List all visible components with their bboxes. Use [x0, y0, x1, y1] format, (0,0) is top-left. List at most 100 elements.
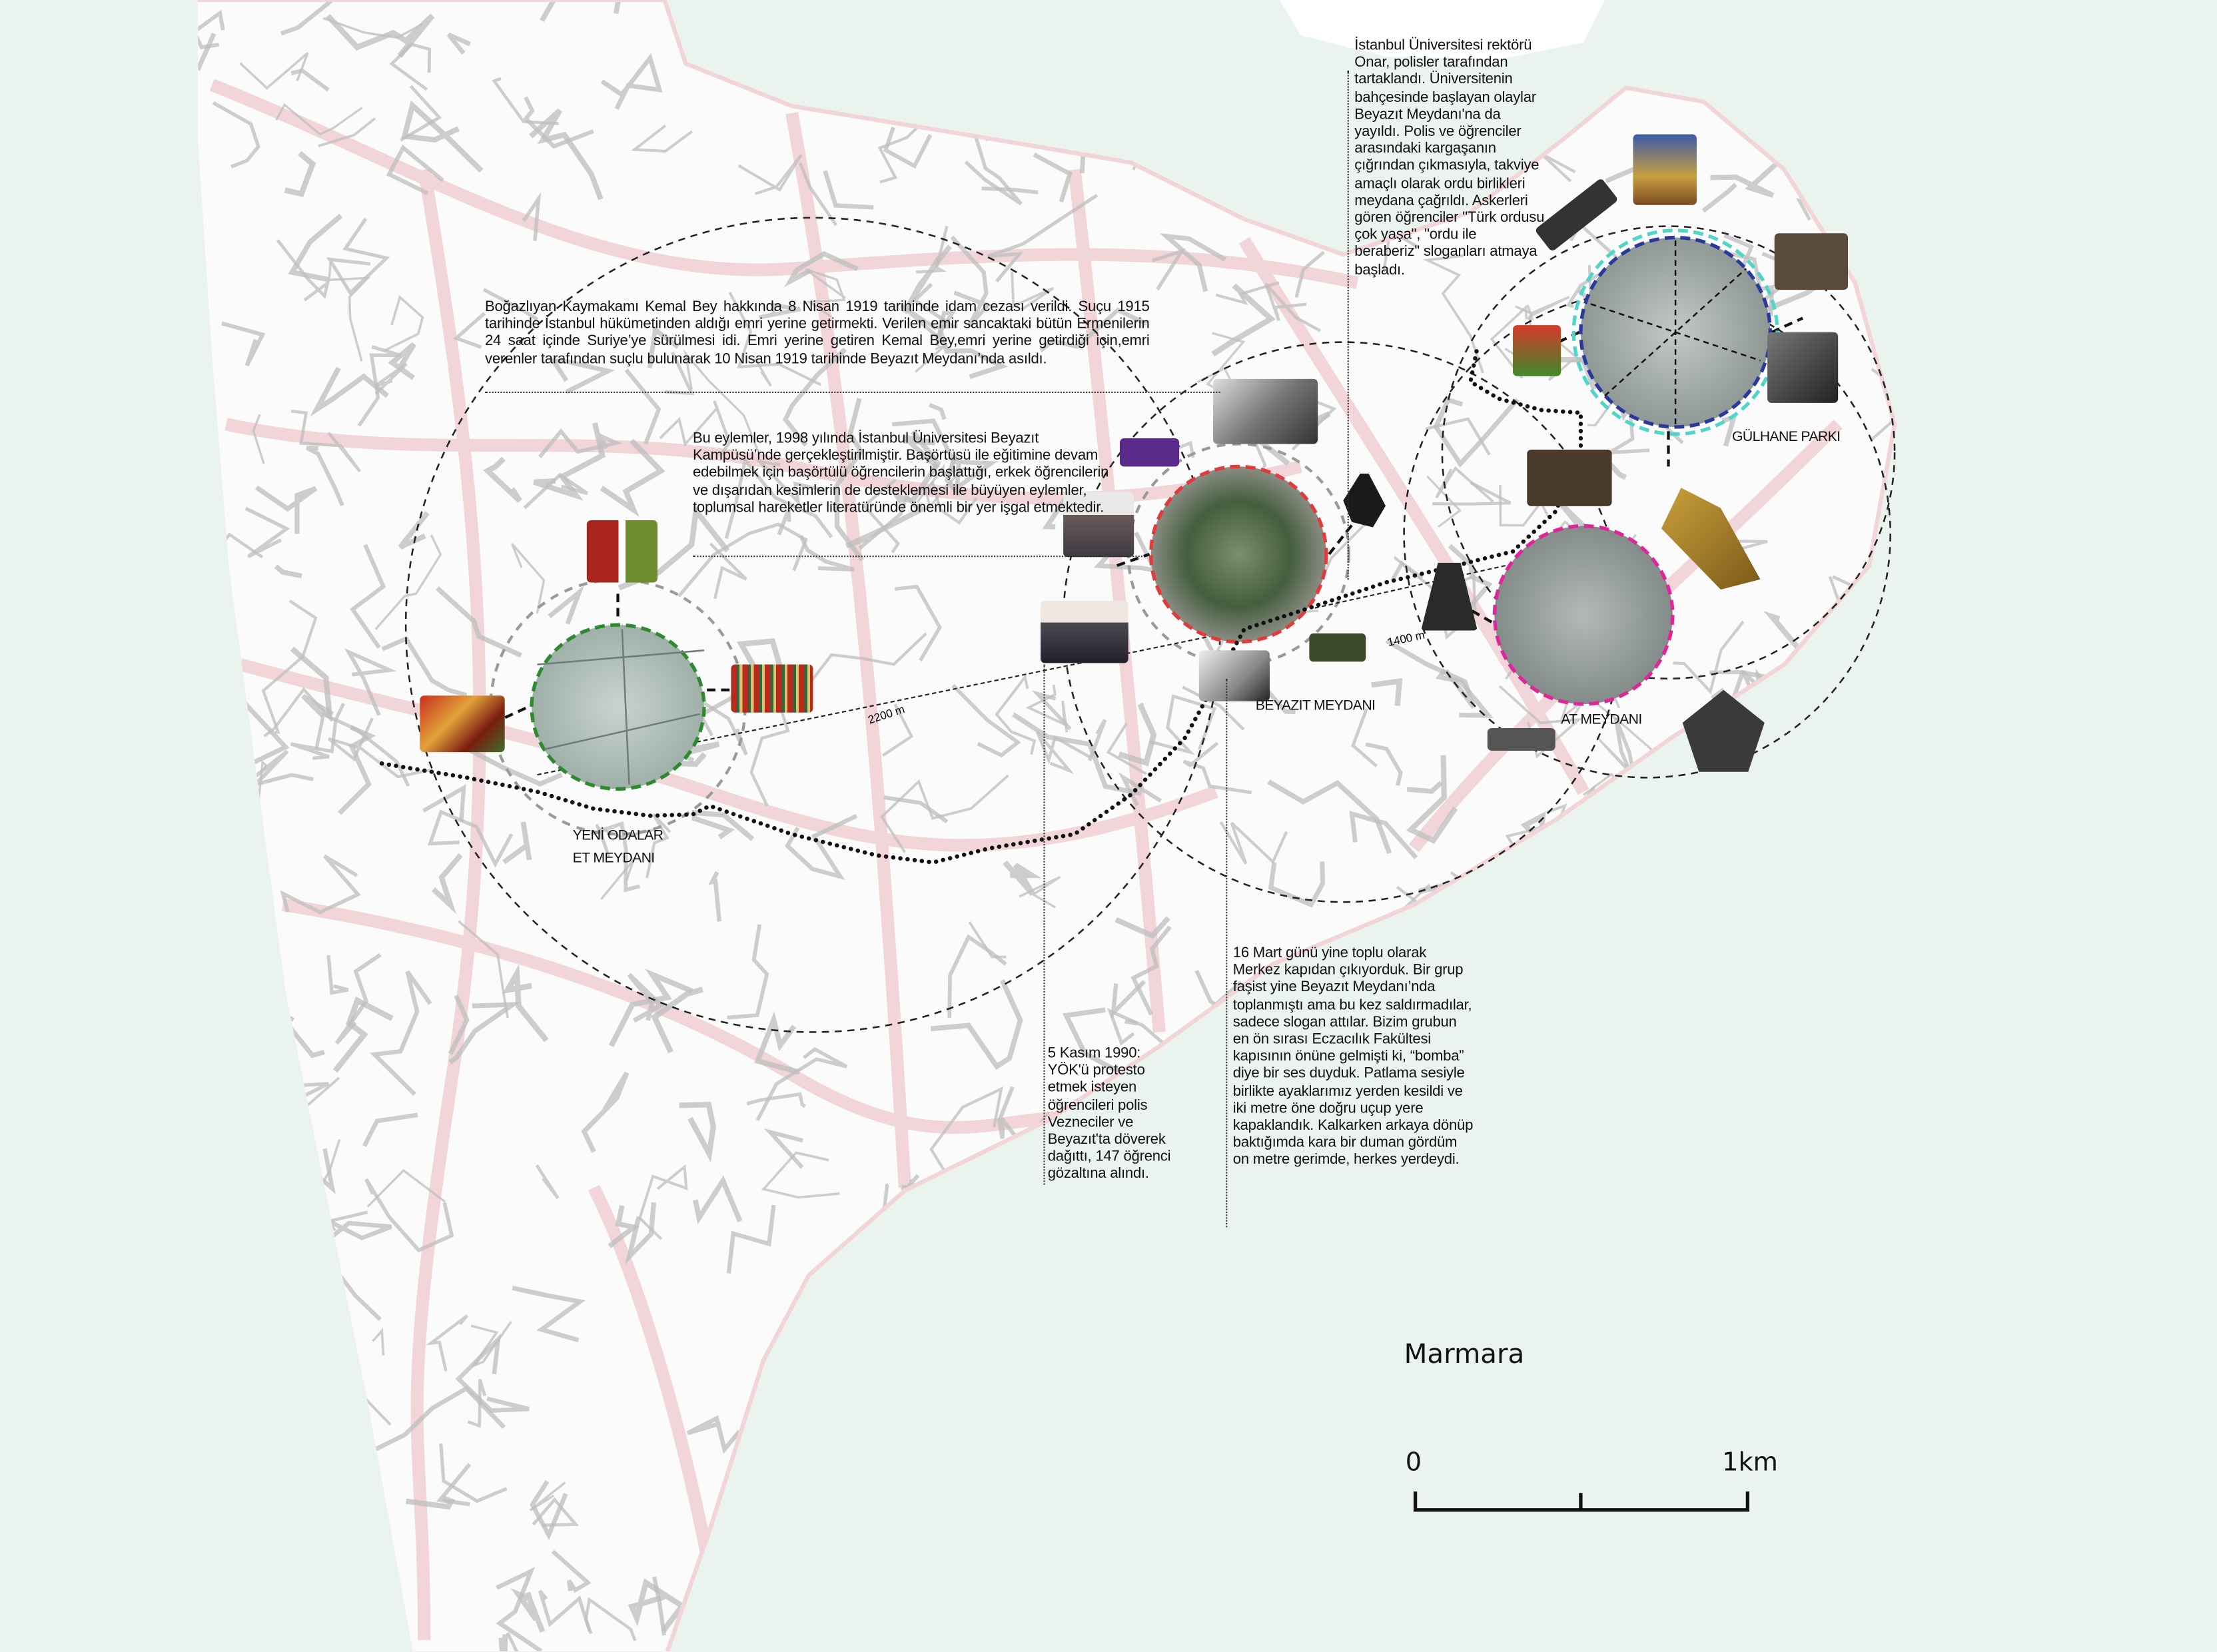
annotation-basortusu: Bu eylemler, 1998 yılında İstanbul Ünive…	[693, 431, 1109, 516]
street	[1118, 771, 1162, 807]
street	[1036, 731, 1091, 774]
street	[284, 151, 316, 197]
scale-bar	[1413, 1491, 1750, 1512]
street	[498, 1634, 508, 1652]
street	[1039, 307, 1148, 353]
street	[1432, 481, 1512, 506]
street	[290, 409, 361, 473]
main-road	[410, 169, 486, 1641]
janissary-soldiers-image	[731, 664, 813, 713]
street	[707, 871, 722, 922]
tank-image	[1309, 633, 1366, 662]
street	[381, 635, 468, 697]
street	[306, 446, 344, 506]
street	[535, 1164, 560, 1200]
main-road	[588, 1184, 713, 1557]
street	[326, 955, 349, 995]
street	[252, 414, 265, 464]
street	[198, 13, 217, 72]
street	[1406, 781, 1443, 794]
street	[275, 103, 363, 136]
street	[384, 294, 424, 352]
street	[834, 398, 865, 562]
street	[584, 1597, 637, 1641]
street	[496, 1567, 543, 1652]
street	[1264, 282, 1322, 332]
street	[1182, 685, 1245, 731]
street	[310, 366, 389, 417]
main-road	[224, 418, 1302, 505]
street	[724, 456, 833, 540]
street	[590, 821, 640, 893]
street	[880, 774, 1009, 853]
street	[659, 408, 717, 447]
street	[755, 459, 825, 507]
street	[1130, 925, 1172, 1016]
annotation-rektor-onar: İstanbul Üniversitesi rektörü Onar, poli…	[1354, 38, 1545, 278]
photo-circle-at-meydani[interactable]	[1492, 524, 1675, 706]
street	[1267, 779, 1392, 855]
street	[452, 312, 486, 349]
street	[318, 117, 376, 148]
flag-crowd-image	[1513, 325, 1561, 376]
street	[502, 964, 549, 1042]
street	[627, 973, 665, 1023]
street	[995, 673, 1037, 755]
street	[805, 268, 847, 318]
street	[314, 712, 410, 787]
street	[809, 632, 927, 683]
street	[549, 358, 615, 394]
street	[1490, 304, 1534, 379]
street	[374, 362, 408, 395]
yok-protest-image	[1041, 601, 1128, 663]
street	[1426, 475, 1462, 528]
photo-circle-beyazit[interactable]	[1149, 464, 1328, 644]
street	[951, 683, 1021, 758]
street	[1608, 396, 1684, 455]
street	[1025, 684, 1069, 733]
street	[713, 400, 731, 456]
street	[581, 1071, 630, 1153]
street	[462, 744, 563, 787]
kemal-bey-leader-line	[485, 391, 1220, 394]
street	[366, 1168, 446, 1208]
street	[538, 1589, 592, 1633]
label-beyazit-meydani: BEYAZIT MEYDANI	[1255, 698, 1376, 714]
street	[322, 17, 423, 39]
street	[1118, 702, 1157, 767]
street	[448, 994, 470, 1055]
rektor-leader-line	[1347, 71, 1349, 580]
street	[431, 853, 463, 915]
street	[221, 321, 266, 367]
street	[512, 1286, 586, 1343]
street	[427, 809, 514, 868]
street	[362, 1112, 418, 1147]
street	[288, 213, 343, 282]
street	[915, 342, 948, 373]
gulhane-radial-lines	[1590, 240, 1761, 424]
street	[624, 1202, 657, 1265]
street	[600, 859, 635, 900]
street	[783, 347, 847, 447]
street	[523, 472, 589, 510]
street	[881, 703, 914, 757]
street	[439, 1443, 508, 1503]
street	[198, 9, 225, 50]
street	[350, 544, 386, 649]
street	[522, 192, 542, 241]
street	[1182, 741, 1252, 795]
annotation-5-kasim-1990: 5 Kasım 1990: YÖK'ü protesto etmek istey…	[1047, 1046, 1171, 1183]
street	[608, 969, 693, 1048]
street	[400, 85, 442, 142]
street	[895, 584, 942, 661]
street	[338, 725, 376, 815]
street	[257, 760, 267, 804]
street	[290, 646, 332, 716]
street	[677, 522, 808, 598]
photo-circle-yeni-odalar[interactable]	[530, 623, 706, 791]
ordu-crowd-image	[1213, 378, 1318, 444]
street	[987, 193, 1099, 282]
yeni-odalar-map-lines	[537, 629, 705, 785]
